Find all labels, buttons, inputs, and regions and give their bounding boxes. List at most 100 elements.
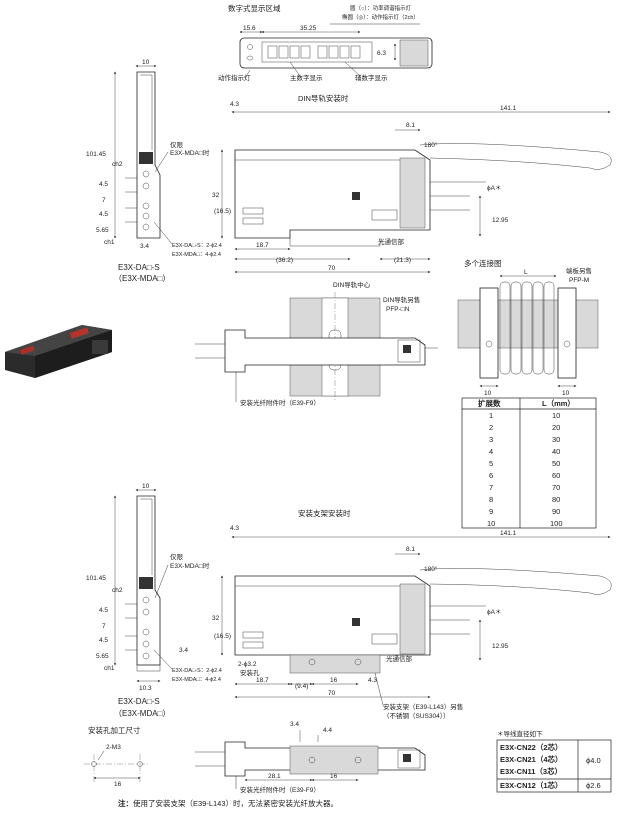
label-sub-display: 辅数字显示 bbox=[355, 73, 388, 82]
br-label-da-s: E3X-DA□-S：2-ϕ2.4 bbox=[172, 668, 222, 674]
din-label-mda: E3X-MDA□时 bbox=[170, 148, 210, 157]
ext-header-count: 扩展数 bbox=[478, 398, 501, 408]
ext-row-count: 9 bbox=[489, 507, 493, 516]
ext-row-L: 70 bbox=[552, 483, 560, 492]
mount-hole-title: 安装孔加工尺寸 bbox=[88, 725, 141, 735]
label-action-indicator: 动作指示灯 bbox=[218, 73, 251, 82]
br-dim-5-65: 5.65 bbox=[96, 653, 109, 660]
ext-row-count: 2 bbox=[489, 423, 493, 432]
footnote: 注： 使用了安装支架（E39-L143）时，无法紧密安装光纤放大器。 bbox=[118, 798, 338, 808]
conductor-row-model: E3X-CN12（1芯） bbox=[500, 780, 563, 790]
bottom-label-fiber: 安装光纤附件时（E39-F9） bbox=[240, 785, 320, 794]
din-dim-70: 70 bbox=[328, 265, 336, 272]
bracket-front-view: 安装支架安装时 4.3 141.1 8.1 180° 32 (16.5) 2-ϕ… bbox=[212, 508, 612, 720]
br-label-light: 光通信部 bbox=[386, 654, 413, 663]
conductor-row-model: E3X-CN22（2芯） bbox=[500, 742, 563, 752]
br-section-title: 安装支架安装时 bbox=[298, 508, 351, 518]
note-text: 使用了安装支架（E39-L143）时，无法紧密安装光纤放大器。 bbox=[133, 798, 338, 808]
din-label-da-s: E3X-DA□-S：2-ϕ2.4 bbox=[172, 243, 222, 249]
conductor-table: ＊导线直径如下 E3X-CN22（2芯） E3X-CN21（4芯） E3X-CN… bbox=[496, 729, 612, 793]
dim-6-3: 6.3 bbox=[377, 50, 386, 57]
ext-row-count: 4 bbox=[489, 447, 493, 456]
conductor-row-dia: ϕ2.6 bbox=[586, 781, 601, 790]
din-dim-36-2: (36.2) bbox=[276, 257, 293, 264]
br-dim-12-95: 12.95 bbox=[492, 643, 509, 650]
din-dim-21-3: (21.3) bbox=[394, 257, 411, 264]
din-side-view: 10 101.45 ch2 4.5 7 4.5 5.65 ch1 3.4 仅限 … bbox=[86, 59, 222, 283]
ext-row-count: 3 bbox=[489, 435, 493, 444]
bottom-dim-3-4: 3.4 bbox=[290, 721, 299, 728]
din-dim-16-5: (16.5) bbox=[214, 208, 231, 215]
ext-row-L: 40 bbox=[552, 447, 560, 456]
din-model-2: （E3X-MDA□） bbox=[114, 274, 170, 283]
bottom-dim-4-4: 4.4 bbox=[323, 727, 332, 734]
dim-15-6: 15.6 bbox=[243, 25, 256, 32]
br-label-steel: （不锈钢（SUS304）） bbox=[383, 711, 449, 720]
multi-title: 多个连接图 bbox=[464, 258, 502, 268]
br-ch1: ch1 bbox=[104, 665, 115, 672]
ext-row-L: 50 bbox=[552, 459, 560, 468]
br-dim-3-4: 3.4 bbox=[179, 647, 188, 654]
br-mount-holes: 安装孔 bbox=[240, 668, 260, 677]
conductor-row-model: E3X-CN11（3芯） bbox=[500, 766, 562, 776]
din-dim-141-1: 141.1 bbox=[500, 105, 517, 112]
br-dim-8-1: 8.1 bbox=[406, 546, 415, 553]
conductor-row-dia: ϕ4.0 bbox=[586, 756, 601, 765]
rail-label-rail: DIN导轨另售 bbox=[383, 295, 420, 304]
br-label-bracket: 安装支架（E39-L143）另售 bbox=[383, 702, 463, 711]
ext-row-count: 8 bbox=[489, 495, 493, 504]
br-model-2: （E3X-MDA□） bbox=[114, 709, 170, 718]
ext-row-L: 80 bbox=[552, 495, 560, 504]
conductor-row-model: E3X-CN21（4芯） bbox=[500, 754, 563, 764]
ext-row-count: 1 bbox=[489, 411, 493, 420]
br-dim-4-5b: 4.5 bbox=[99, 637, 108, 644]
din-dim-4-3: 4.3 bbox=[230, 101, 239, 108]
din-dim-5-65: 5.65 bbox=[96, 227, 109, 234]
multi-L: L bbox=[524, 269, 528, 276]
bottom-view: 3.4 4.4 28.1 16 安装光纤附件时（E39-F9） bbox=[195, 721, 426, 794]
ext-row-count: 10 bbox=[487, 519, 495, 528]
din-dim-4-5a: 4.5 bbox=[99, 181, 108, 188]
br-dim-16-5: (16.5) bbox=[214, 633, 231, 640]
din-label-fixed: 仅限 bbox=[170, 140, 184, 149]
br-dim-2phi: 2-ϕ3.2 bbox=[238, 661, 257, 668]
extension-table: 扩展数 L（mm） 1 10 2 20 3 30 4 40 5 50 6 60 … bbox=[461, 397, 597, 529]
din-dim-4-5b: 4.5 bbox=[99, 211, 108, 218]
br-dim-9-4: (9.4) bbox=[295, 683, 308, 690]
br-label-mda-holes: E3X-MDA□：4-ϕ2.4 bbox=[172, 677, 221, 683]
rail-label-center: DIN导轨中心 bbox=[333, 280, 371, 289]
ext-row-count: 6 bbox=[489, 471, 493, 480]
br-dim-101-45: 101.45 bbox=[86, 575, 106, 582]
conductor-title: ＊导线直径如下 bbox=[497, 729, 543, 738]
bottom-dim-16: 16 bbox=[330, 773, 338, 780]
din-model-1: E3X-DA□-S bbox=[118, 263, 160, 272]
br-ch2: ch2 bbox=[112, 587, 123, 594]
br-dim-7: 7 bbox=[102, 623, 106, 630]
din-dim-10: 10 bbox=[142, 59, 150, 66]
din-dim-3-4: 3.4 bbox=[140, 243, 149, 250]
din-dim-18-7: 18.7 bbox=[256, 242, 269, 249]
ext-row-L: 30 bbox=[552, 435, 560, 444]
rail-view: DIN导轨中心 DIN导轨另售 PFP-□N 安装光纤附件时（E39-F9） bbox=[195, 280, 438, 407]
br-dim-10: 10 bbox=[142, 483, 150, 490]
ext-row-L: 60 bbox=[552, 471, 560, 480]
din-ch1: ch1 bbox=[104, 239, 115, 246]
legend-circle: 圆（○）：功率调谐指示灯 bbox=[350, 4, 412, 12]
mount-hole-dim-16: 16 bbox=[114, 781, 122, 788]
digit-blocks bbox=[267, 45, 361, 59]
din-section-title: DIN导轨安装时 bbox=[298, 93, 349, 103]
br-dim-4-3: 4.3 bbox=[230, 525, 239, 532]
din-dim-180: 180° bbox=[424, 141, 438, 149]
din-dim-phiA: ϕA＊ bbox=[487, 185, 501, 192]
label-main-display: 主数字显示 bbox=[290, 73, 323, 82]
multi-connection-view: 多个连接图 L 端板另售 PFP-M 10 10 bbox=[457, 258, 599, 397]
din-dim-101-45: 101.45 bbox=[86, 151, 106, 158]
display-area-title: 数字式显示区域 bbox=[228, 3, 281, 13]
mount-hole-m3: 2-M3 bbox=[106, 744, 121, 751]
multi-dim-10b: 10 bbox=[562, 390, 570, 397]
rail-label-fiber: 安装光纤附件时（E39-F9） bbox=[240, 398, 320, 407]
ext-row-L: 10 bbox=[552, 411, 560, 420]
bottom-dim-28-1: 28.1 bbox=[268, 773, 281, 780]
bracket-side-view: 10 101.45 ch2 4.5 7 4.5 5.65 ch1 10.3 仅限… bbox=[86, 483, 222, 718]
